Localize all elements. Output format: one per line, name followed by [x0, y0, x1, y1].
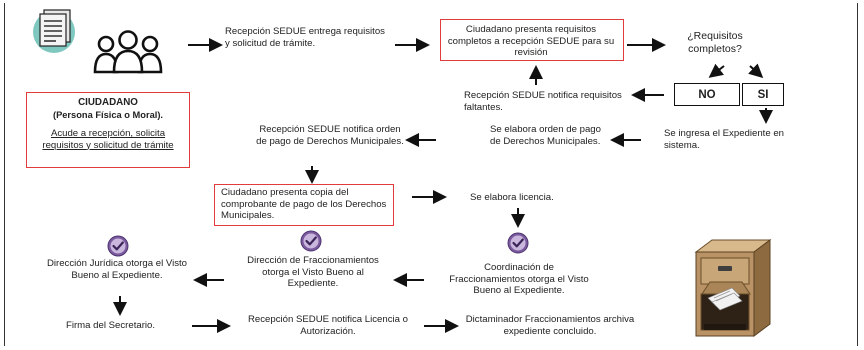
step-submit-requirements-box: Ciudadano presenta requisitos completos …: [440, 19, 624, 61]
step-deliver-requirements: Recepción SEDUE entrega requisitos y sol…: [225, 26, 385, 49]
ciudadano-action: Acude a recepción, solicita requisitos y…: [42, 128, 174, 151]
step-archive: Dictaminador Fraccionamientos archiva ex…: [465, 314, 635, 337]
step-notify-license: Recepción SEDUE notifica Licencia o Auto…: [248, 314, 408, 337]
ciudadano-subtitle: (Persona Física o Moral).: [52, 110, 164, 120]
step-enter-system: Se ingresa el Expediente en sistema.: [664, 128, 785, 151]
step-payment-order: Se elabora orden de pago de Derechos Mun…: [490, 124, 601, 147]
step-coordination: Coordinación de Fraccionamientos otorga …: [449, 262, 589, 296]
diagram-frame: [4, 3, 858, 346]
step-direction-subdivisions: Dirección de Fraccionamientos otorga el …: [247, 255, 379, 289]
ciudadano-title: CIUDADANO: [78, 97, 138, 108]
check-circle-icon: [300, 230, 322, 252]
step-secretary-signature: Firma del Secretario.: [66, 320, 156, 331]
step-notify-missing: Recepción SEDUE notifica requisitos falt…: [464, 90, 622, 113]
check-circle-icon: [507, 232, 529, 254]
step-submit-requirements: Ciudadano presenta requisitos completos …: [447, 24, 615, 58]
ciudadano-box: CIUDADANO (Persona Física o Moral). Acud…: [26, 92, 190, 168]
document-stack-icon: [33, 9, 75, 53]
question-requirements-complete: ¿Requisitos completos?: [687, 30, 743, 55]
people-group-icon: [93, 30, 163, 74]
step-present-receipt: Ciudadano presenta copia del comprobante…: [221, 187, 387, 221]
file-cabinet-icon: [694, 239, 772, 337]
step-legal-direction: Dirección Jurídica otorga el Visto Bueno…: [46, 258, 188, 281]
step-notify-payment: Recepción SEDUE notifica orden de pago d…: [256, 124, 404, 147]
step-make-license: Se elabora licencia.: [470, 192, 554, 203]
check-circle-icon: [107, 235, 129, 257]
step-present-receipt-box: Ciudadano presenta copia del comprobante…: [214, 184, 394, 226]
si-box: SI: [742, 83, 784, 106]
no-box: NO: [674, 83, 740, 106]
